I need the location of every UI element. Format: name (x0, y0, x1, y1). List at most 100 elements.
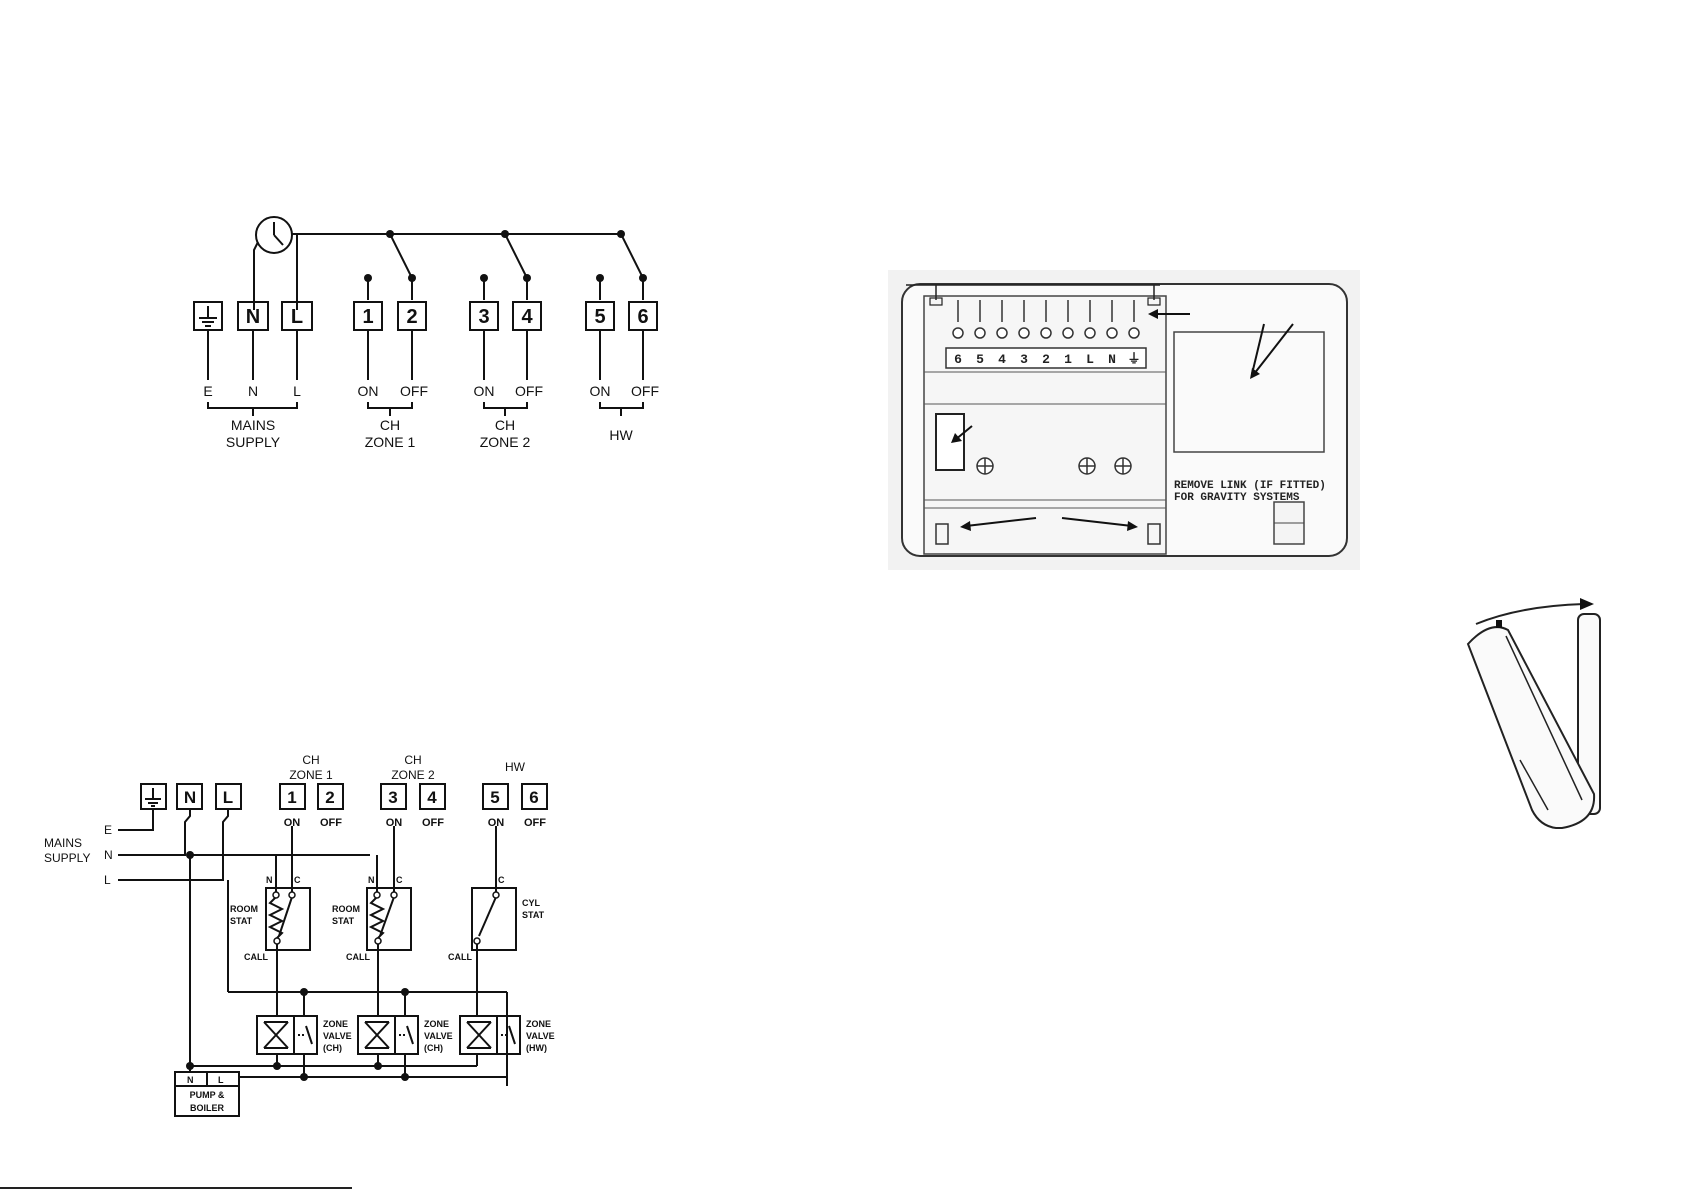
gravity-note-line1: REMOVE LINK (IF FITTED) (1174, 480, 1326, 492)
gravity-note-line2: FOR GRAVITY SYSTEMS (1174, 492, 1300, 504)
cyl-stat-call: CALL (448, 952, 472, 962)
label-off-2: OFF (515, 383, 543, 399)
pump-line2: BOILER (190, 1103, 225, 1113)
label-on-1: ON (358, 383, 379, 399)
label-on-2: ON (474, 383, 495, 399)
pointer-arrow-right (1061, 517, 1133, 527)
b-terminal-5 (482, 783, 509, 810)
b-terminal-3-label: 3 (388, 788, 397, 807)
strip-label-l: L (1086, 352, 1094, 367)
terminal-1-label: 1 (362, 306, 373, 328)
b-terminal-l-label: L (223, 788, 233, 807)
b-terminal-n-label: N (184, 788, 196, 807)
top-junction-dots (364, 230, 647, 282)
b-terminal-4 (419, 783, 446, 810)
strip-label-5: 5 (976, 352, 984, 367)
rotation-arrow (1475, 603, 1585, 625)
room-stat-2-line1: ROOM (332, 904, 360, 914)
screw-hole-icons (976, 457, 1132, 475)
b-mains-e: E (104, 823, 112, 837)
zone-valve-1-line3: (CH) (323, 1043, 342, 1053)
b-mains-l: L (104, 873, 111, 887)
room-stat-2-c: C (396, 875, 403, 885)
strip-label-n: N (1108, 352, 1116, 367)
cyl-stat-line1: CYL (522, 898, 541, 908)
b-label-off-2: OFF (422, 817, 444, 829)
label-off-1: OFF (400, 383, 428, 399)
terminal-5-label: 5 (594, 306, 605, 328)
b-earth-icon (145, 788, 161, 807)
b-terminal-2-label: 2 (325, 788, 334, 807)
terminal-4-label: 4 (521, 306, 533, 328)
group-mains-line1: MAINS (231, 417, 275, 433)
terminal-6-label: 6 (637, 306, 648, 328)
room-stat-1-c: C (294, 875, 301, 885)
link-box (935, 413, 965, 471)
b-label-off-3: OFF (524, 817, 546, 829)
room-stat-2-call: CALL (346, 952, 370, 962)
cylinder-stat (471, 887, 517, 951)
group-ch1-line1: CH (380, 417, 400, 433)
room-stat-1-line2: STAT (230, 916, 253, 926)
b-label-on-2: ON (386, 817, 403, 829)
b-header-ch2-line1: CH (404, 753, 421, 767)
b-header-hw: HW (505, 760, 526, 774)
b-label-on-1: ON (284, 817, 301, 829)
cyl-stat-c: C (498, 875, 505, 885)
zone-valve-2 (357, 1015, 419, 1055)
b-terminal-6 (521, 783, 548, 810)
room-stat-1-n: N (266, 875, 273, 885)
b-header-ch1-line1: CH (302, 753, 319, 767)
terminal-screws (952, 300, 1140, 339)
label-l: L (293, 383, 301, 399)
strip-label-earth: ⏚ (1127, 352, 1140, 367)
zone-valve-3-line3: (HW) (526, 1043, 547, 1053)
zone-valve-2-line2: VALVE (424, 1031, 453, 1041)
zone-valve-2-line3: (CH) (424, 1043, 443, 1053)
strip-label-3: 3 (1020, 352, 1028, 367)
room-stat-2-line2: STAT (332, 916, 355, 926)
bottom-junction-dots (186, 851, 409, 1081)
b-terminal-2 (317, 783, 344, 810)
terminal-n-label: N (246, 306, 260, 328)
pointer-arrow-panel (1253, 323, 1294, 375)
b-header-ch1-line2: ZONE 1 (289, 768, 333, 782)
zone-valve-3-line1: ZONE (526, 1019, 551, 1029)
group-ch1-line2: ZONE 1 (365, 434, 416, 450)
zone-valve-3 (459, 1015, 521, 1055)
room-stat-2-n: N (368, 875, 375, 885)
label-on-3: ON (590, 383, 611, 399)
b-terminal-3 (380, 783, 407, 810)
room-stat-1 (265, 887, 311, 951)
b-terminal-5-label: 5 (490, 788, 499, 807)
b-terminal-6-label: 6 (529, 788, 538, 807)
b-label-on-3: ON (488, 817, 505, 829)
b-mains-line1: MAINS (44, 836, 82, 850)
b-terminal-1-label: 1 (287, 788, 296, 807)
b-label-off-1: OFF (320, 817, 342, 829)
group-ch2-line2: ZONE 2 (480, 434, 531, 450)
zone-valve-3-line2: VALVE (526, 1031, 555, 1041)
terminal-l-label: L (291, 306, 303, 328)
strip-label-4: 4 (998, 352, 1006, 367)
label-e: E (203, 383, 212, 399)
label-off-3: OFF (631, 383, 659, 399)
zone-valve-2-line1: ZONE (424, 1019, 449, 1029)
pump-l: L (218, 1075, 224, 1085)
hinged-cover (1466, 626, 1596, 829)
earth-icon (199, 306, 217, 327)
terminal-3-label: 3 (478, 306, 489, 328)
terminal-label-strip (945, 347, 1147, 369)
pump-n: N (187, 1075, 194, 1085)
pump-line1: PUMP & (190, 1090, 225, 1100)
label-n: N (248, 383, 258, 399)
b-terminal-4-label: 4 (427, 788, 437, 807)
zone-valve-1-line2: VALVE (323, 1031, 352, 1041)
room-stat-1-call: CALL (244, 952, 268, 962)
unit-backplate-diagram (888, 270, 1360, 570)
group-mains-line2: SUPPLY (226, 434, 281, 450)
bottom-contact-circles (272, 891, 500, 945)
strip-label-1: 1 (1064, 352, 1072, 367)
room-stat-1-line1: ROOM (230, 904, 258, 914)
